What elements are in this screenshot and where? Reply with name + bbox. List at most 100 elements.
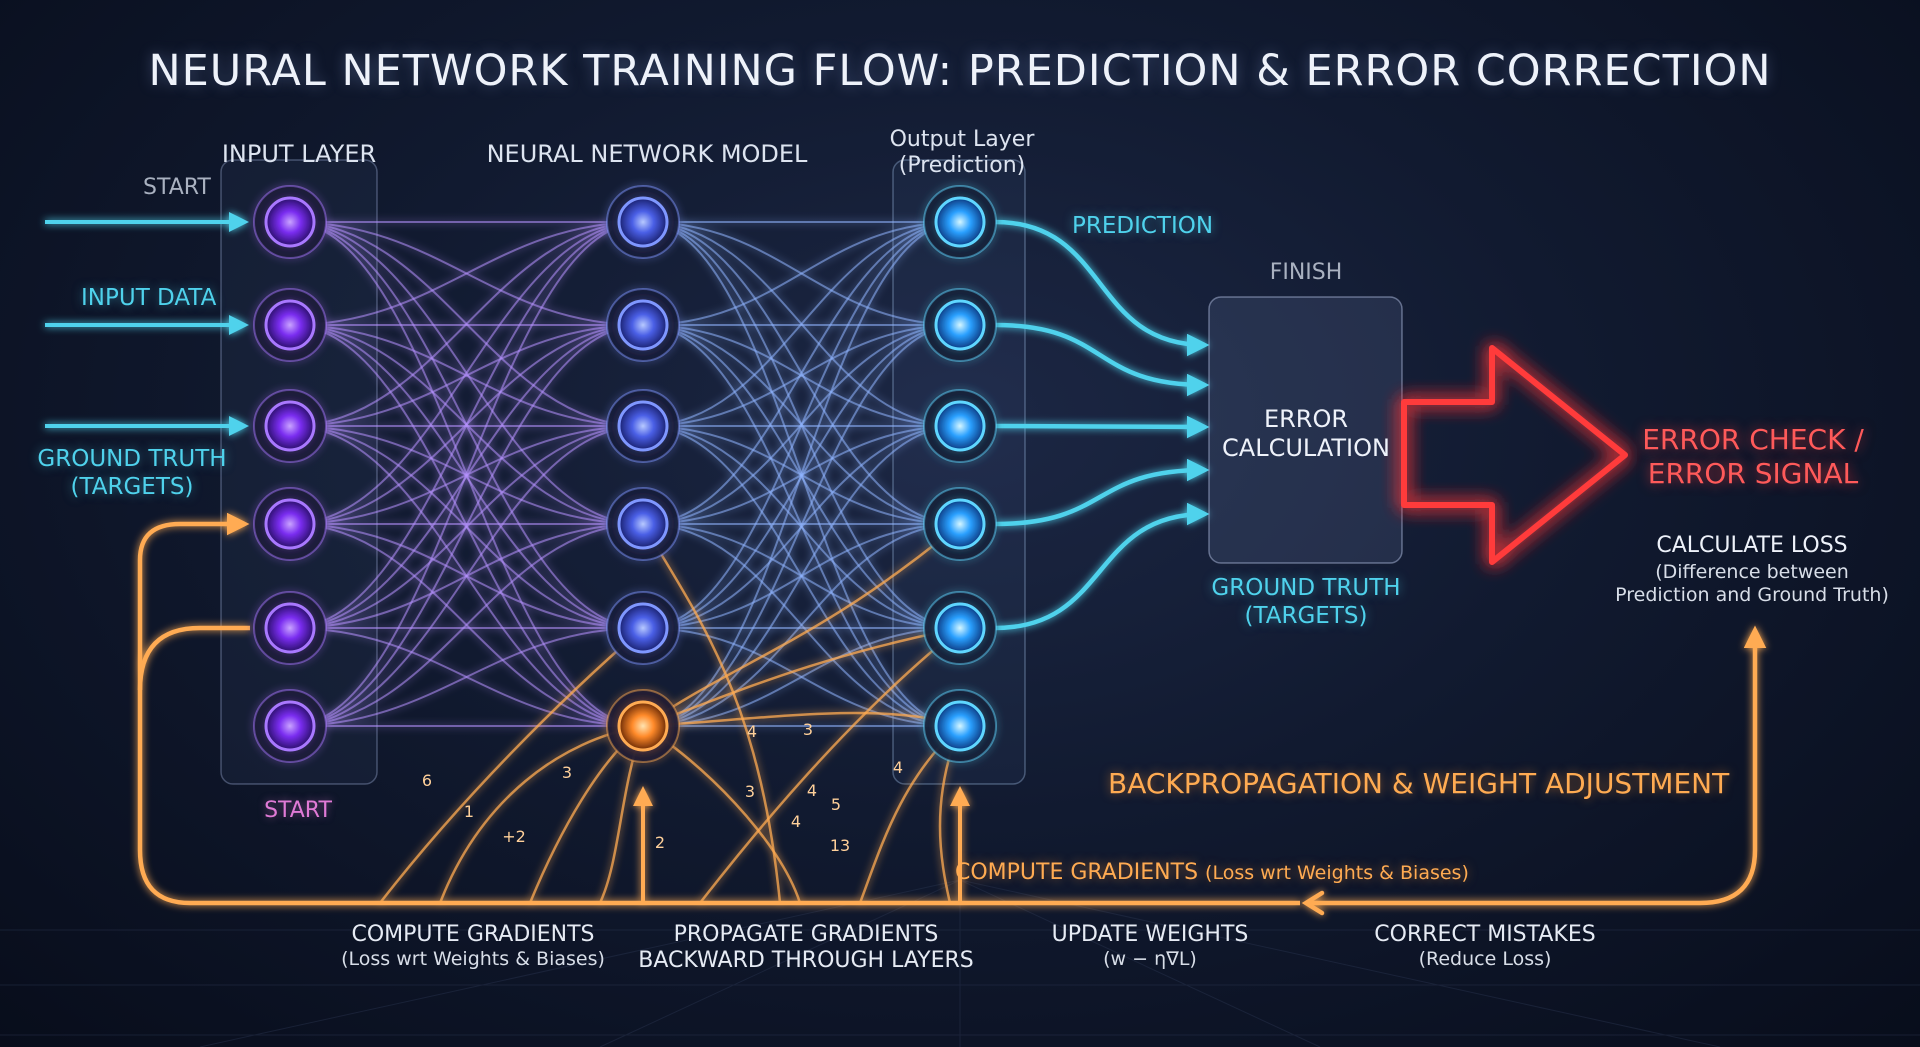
page-title: NEURAL NETWORK TRAINING FLOW: PREDICTION… <box>148 46 1772 96</box>
connection-input-hidden <box>289 221 644 629</box>
output-node <box>923 185 997 259</box>
connection-input-hidden <box>289 324 644 427</box>
ground-truth-left-label: GROUND TRUTH (TARGETS) <box>37 446 227 500</box>
connection-input-hidden <box>289 221 644 427</box>
connection-hidden-output <box>642 324 961 427</box>
compute-gradients-mid: COMPUTE GRADIENTS (Loss wrt Weights & Bi… <box>955 860 1469 886</box>
bottom-step-4-main: CORRECT MISTAKES <box>1374 922 1596 947</box>
model-header: NEURAL NETWORK MODEL <box>486 140 808 168</box>
bottom-return-path-2 <box>137 625 250 691</box>
connection-input-hidden <box>289 523 644 727</box>
output-node <box>923 591 997 665</box>
prediction-arrow <box>994 219 1210 357</box>
loss-return-path <box>1310 625 1767 906</box>
floor-grid <box>0 879 1920 1047</box>
input-node <box>253 487 327 561</box>
output-node <box>923 389 997 463</box>
hidden-node <box>606 185 680 259</box>
backprop-label: BACKPROPAGATION & WEIGHT ADJUSTMENT <box>1108 767 1730 800</box>
prediction-arrow <box>994 415 1210 439</box>
prediction-arrow <box>994 502 1210 631</box>
start-top-label: START <box>143 175 211 200</box>
prediction-arrows <box>994 219 1210 631</box>
compute-gradients-mid-main: COMPUTE GRADIENTS <box>955 860 1199 885</box>
calculate-loss-detail: (Difference between Prediction and Groun… <box>1615 561 1889 606</box>
input-arrows <box>45 212 249 436</box>
connection-input-hidden <box>289 221 644 727</box>
gradient-number: 5 <box>831 795 841 814</box>
connection-hidden-output <box>642 627 961 727</box>
connection-input-hidden <box>289 221 644 525</box>
gradient-number: +2 <box>502 827 526 846</box>
connections-input-hidden <box>289 220 644 728</box>
connection-hidden-output <box>642 523 961 727</box>
input-node <box>253 389 327 463</box>
connection-hidden-output <box>642 221 961 727</box>
gradient-number: 3 <box>745 782 755 801</box>
input-data-label: INPUT DATA <box>81 285 217 311</box>
bottom-step-2: PROPAGATE GRADIENTS BACKWARD THROUGH LAY… <box>638 922 974 975</box>
bottom-step-1: COMPUTE GRADIENTS (Loss wrt Weights & Bi… <box>341 922 605 971</box>
prediction-arrow <box>994 322 1210 397</box>
calculate-loss-title: CALCULATE LOSS <box>1656 533 1848 558</box>
connection-hidden-output <box>642 324 961 727</box>
connection-input-hidden <box>289 221 644 326</box>
error-signal-arrow <box>1401 345 1628 565</box>
gradient-number: 6 <box>422 771 432 790</box>
ground-truth-right-label: GROUND TRUTH (TARGETS) <box>1211 575 1401 629</box>
gradient-number: 3 <box>803 720 813 739</box>
backprop-curve <box>379 627 644 904</box>
input-node <box>253 288 327 362</box>
connection-hidden-output <box>642 221 961 629</box>
gradient-number: 4 <box>893 758 903 777</box>
connection-input-hidden <box>289 425 644 727</box>
gradient-number: 4 <box>791 812 801 831</box>
prediction-label: PREDICTION <box>1072 213 1214 239</box>
bottom-step-1-main: COMPUTE GRADIENTS <box>351 922 595 947</box>
gradient-number: 2 <box>655 833 665 852</box>
output-layer-header: Output Layer (Prediction) <box>889 127 1035 179</box>
output-node <box>923 487 997 561</box>
gradient-number: 13 <box>830 836 850 855</box>
backprop-curve <box>641 523 782 904</box>
start-bottom-label: START <box>264 798 332 823</box>
hidden-node <box>606 591 680 665</box>
connection-hidden-output <box>642 221 961 525</box>
return-arrow-head <box>1301 890 1325 916</box>
connection-hidden-output <box>642 425 961 727</box>
hidden-node <box>606 288 680 362</box>
gradient-number: 1 <box>464 802 474 821</box>
gradient-number: 4 <box>747 722 757 741</box>
bottom-step-1-detail: (Loss wrt Weights & Biases) <box>341 948 605 971</box>
hidden-node <box>606 487 680 561</box>
connections-hidden-output <box>642 220 961 728</box>
compute-gradients-mid-detail: (Loss wrt Weights & Biases) <box>1205 862 1469 884</box>
hidden-node-backprop <box>606 689 680 763</box>
backprop-curve <box>642 523 961 728</box>
backprop-loop <box>137 512 1767 916</box>
input-node <box>253 689 327 763</box>
connection-input-hidden <box>289 627 644 727</box>
bottom-step-2-main: PROPAGATE GRADIENTS <box>673 922 939 947</box>
bottom-step-2-detail: BACKWARD THROUGH LAYERS <box>638 948 974 974</box>
gradient-number: 3 <box>562 763 572 782</box>
network-nodes <box>253 185 997 763</box>
connection-hidden-output <box>642 221 961 326</box>
output-node <box>923 689 997 763</box>
gradient-number: 4 <box>807 781 817 800</box>
bottom-step-3-detail: (w − η∇L) <box>1103 948 1197 971</box>
prediction-arrow <box>994 458 1210 527</box>
input-node <box>253 591 327 665</box>
hidden-node <box>606 389 680 463</box>
connection-hidden-output <box>642 221 961 427</box>
backprop-curve <box>699 627 961 904</box>
output-node <box>923 288 997 362</box>
connection-input-hidden <box>289 324 644 727</box>
bottom-step-4-detail: (Reduce Loss) <box>1418 948 1552 971</box>
finish-label: FINISH <box>1269 260 1343 285</box>
bottom-step-3-main: UPDATE WEIGHTS <box>1051 922 1249 947</box>
bottom-step-4: CORRECT MISTAKES (Reduce Loss) <box>1374 922 1595 971</box>
error-signal-label: ERROR CHECK / ERROR SIGNAL <box>1642 423 1864 490</box>
